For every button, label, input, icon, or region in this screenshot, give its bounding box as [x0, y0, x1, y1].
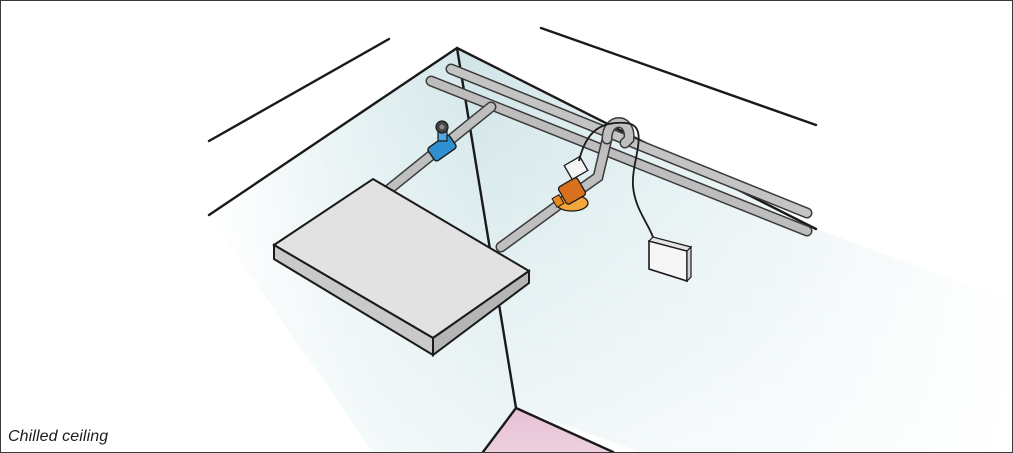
control-cable	[578, 121, 656, 244]
manual-valve-icon	[427, 120, 457, 162]
thermostatic-valve-icon	[551, 155, 589, 212]
ceiling-panel	[272, 177, 531, 357]
floor	[483, 408, 613, 452]
figure-caption: Chilled ceiling	[8, 428, 109, 445]
room-controller-icon	[647, 236, 693, 283]
